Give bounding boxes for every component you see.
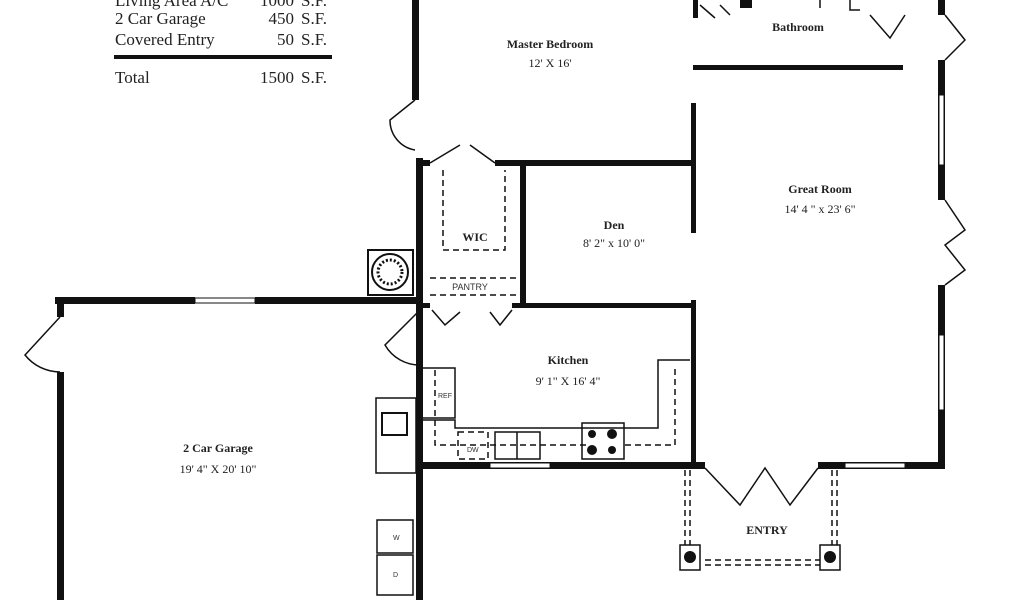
table-label-garage: 2 Car Garage bbox=[115, 9, 206, 28]
refrigerator bbox=[419, 367, 456, 419]
table-unit-living: S.F. bbox=[301, 0, 327, 10]
table-unit-total: S.F. bbox=[301, 68, 327, 87]
room-name-wic: WIC bbox=[462, 230, 487, 244]
room-size-den: 8' 2" x 10' 0" bbox=[583, 236, 645, 250]
table-divider bbox=[114, 55, 332, 59]
room-size-garage: 19' 4" X 20' 10" bbox=[180, 462, 257, 476]
room-size-great-room: 14' 4 " x 23' 6" bbox=[784, 202, 855, 216]
table-label-entry: Covered Entry bbox=[115, 30, 215, 49]
ref-label: REF bbox=[438, 393, 452, 400]
room-name-master-bedroom: Master Bedroom bbox=[507, 37, 594, 51]
dryer-label: D bbox=[393, 572, 398, 579]
walls bbox=[55, 0, 945, 600]
room-name-entry: ENTRY bbox=[746, 523, 788, 537]
entry-columns bbox=[679, 544, 841, 571]
range bbox=[581, 422, 625, 460]
table-value-garage: 450 bbox=[269, 9, 295, 28]
kitchen-counter bbox=[420, 359, 690, 429]
room-name-bathroom: Bathroom bbox=[772, 20, 824, 34]
washer-dryer: W D bbox=[376, 519, 414, 596]
bathroom-fixtures bbox=[699, 0, 860, 19]
area-table: Living Area A/C 1000 S.F. 2 Car Garage 4… bbox=[114, 0, 332, 87]
washer-label: W bbox=[393, 535, 400, 542]
dishwasher bbox=[457, 431, 489, 460]
sink bbox=[494, 431, 541, 460]
room-name-kitchen: Kitchen bbox=[548, 353, 589, 367]
room-name-pantry: PANTRY bbox=[452, 282, 488, 292]
table-value-total: 1500 bbox=[260, 68, 294, 87]
room-size-kitchen: 9' 1" X 16' 4" bbox=[536, 374, 601, 388]
windows bbox=[194, 94, 945, 469]
table-unit-entry: S.F. bbox=[301, 30, 327, 49]
room-name-garage: 2 Car Garage bbox=[183, 441, 253, 455]
table-label-total: Total bbox=[115, 68, 150, 87]
room-name-den: Den bbox=[604, 218, 625, 232]
room-size-master-bedroom: 12' X 16' bbox=[529, 56, 572, 70]
table-value-living: 1000 bbox=[260, 0, 294, 10]
utility-sink bbox=[375, 397, 417, 474]
table-label-living: Living Area A/C bbox=[115, 0, 228, 10]
dw-label: DW bbox=[467, 447, 479, 454]
ac-unit bbox=[367, 249, 414, 296]
table-value-entry: 50 bbox=[277, 30, 294, 49]
room-name-great-room: Great Room bbox=[788, 182, 851, 196]
table-unit-garage: S.F. bbox=[301, 9, 327, 28]
dashed-outlines bbox=[430, 170, 838, 566]
doors bbox=[24, 14, 967, 507]
